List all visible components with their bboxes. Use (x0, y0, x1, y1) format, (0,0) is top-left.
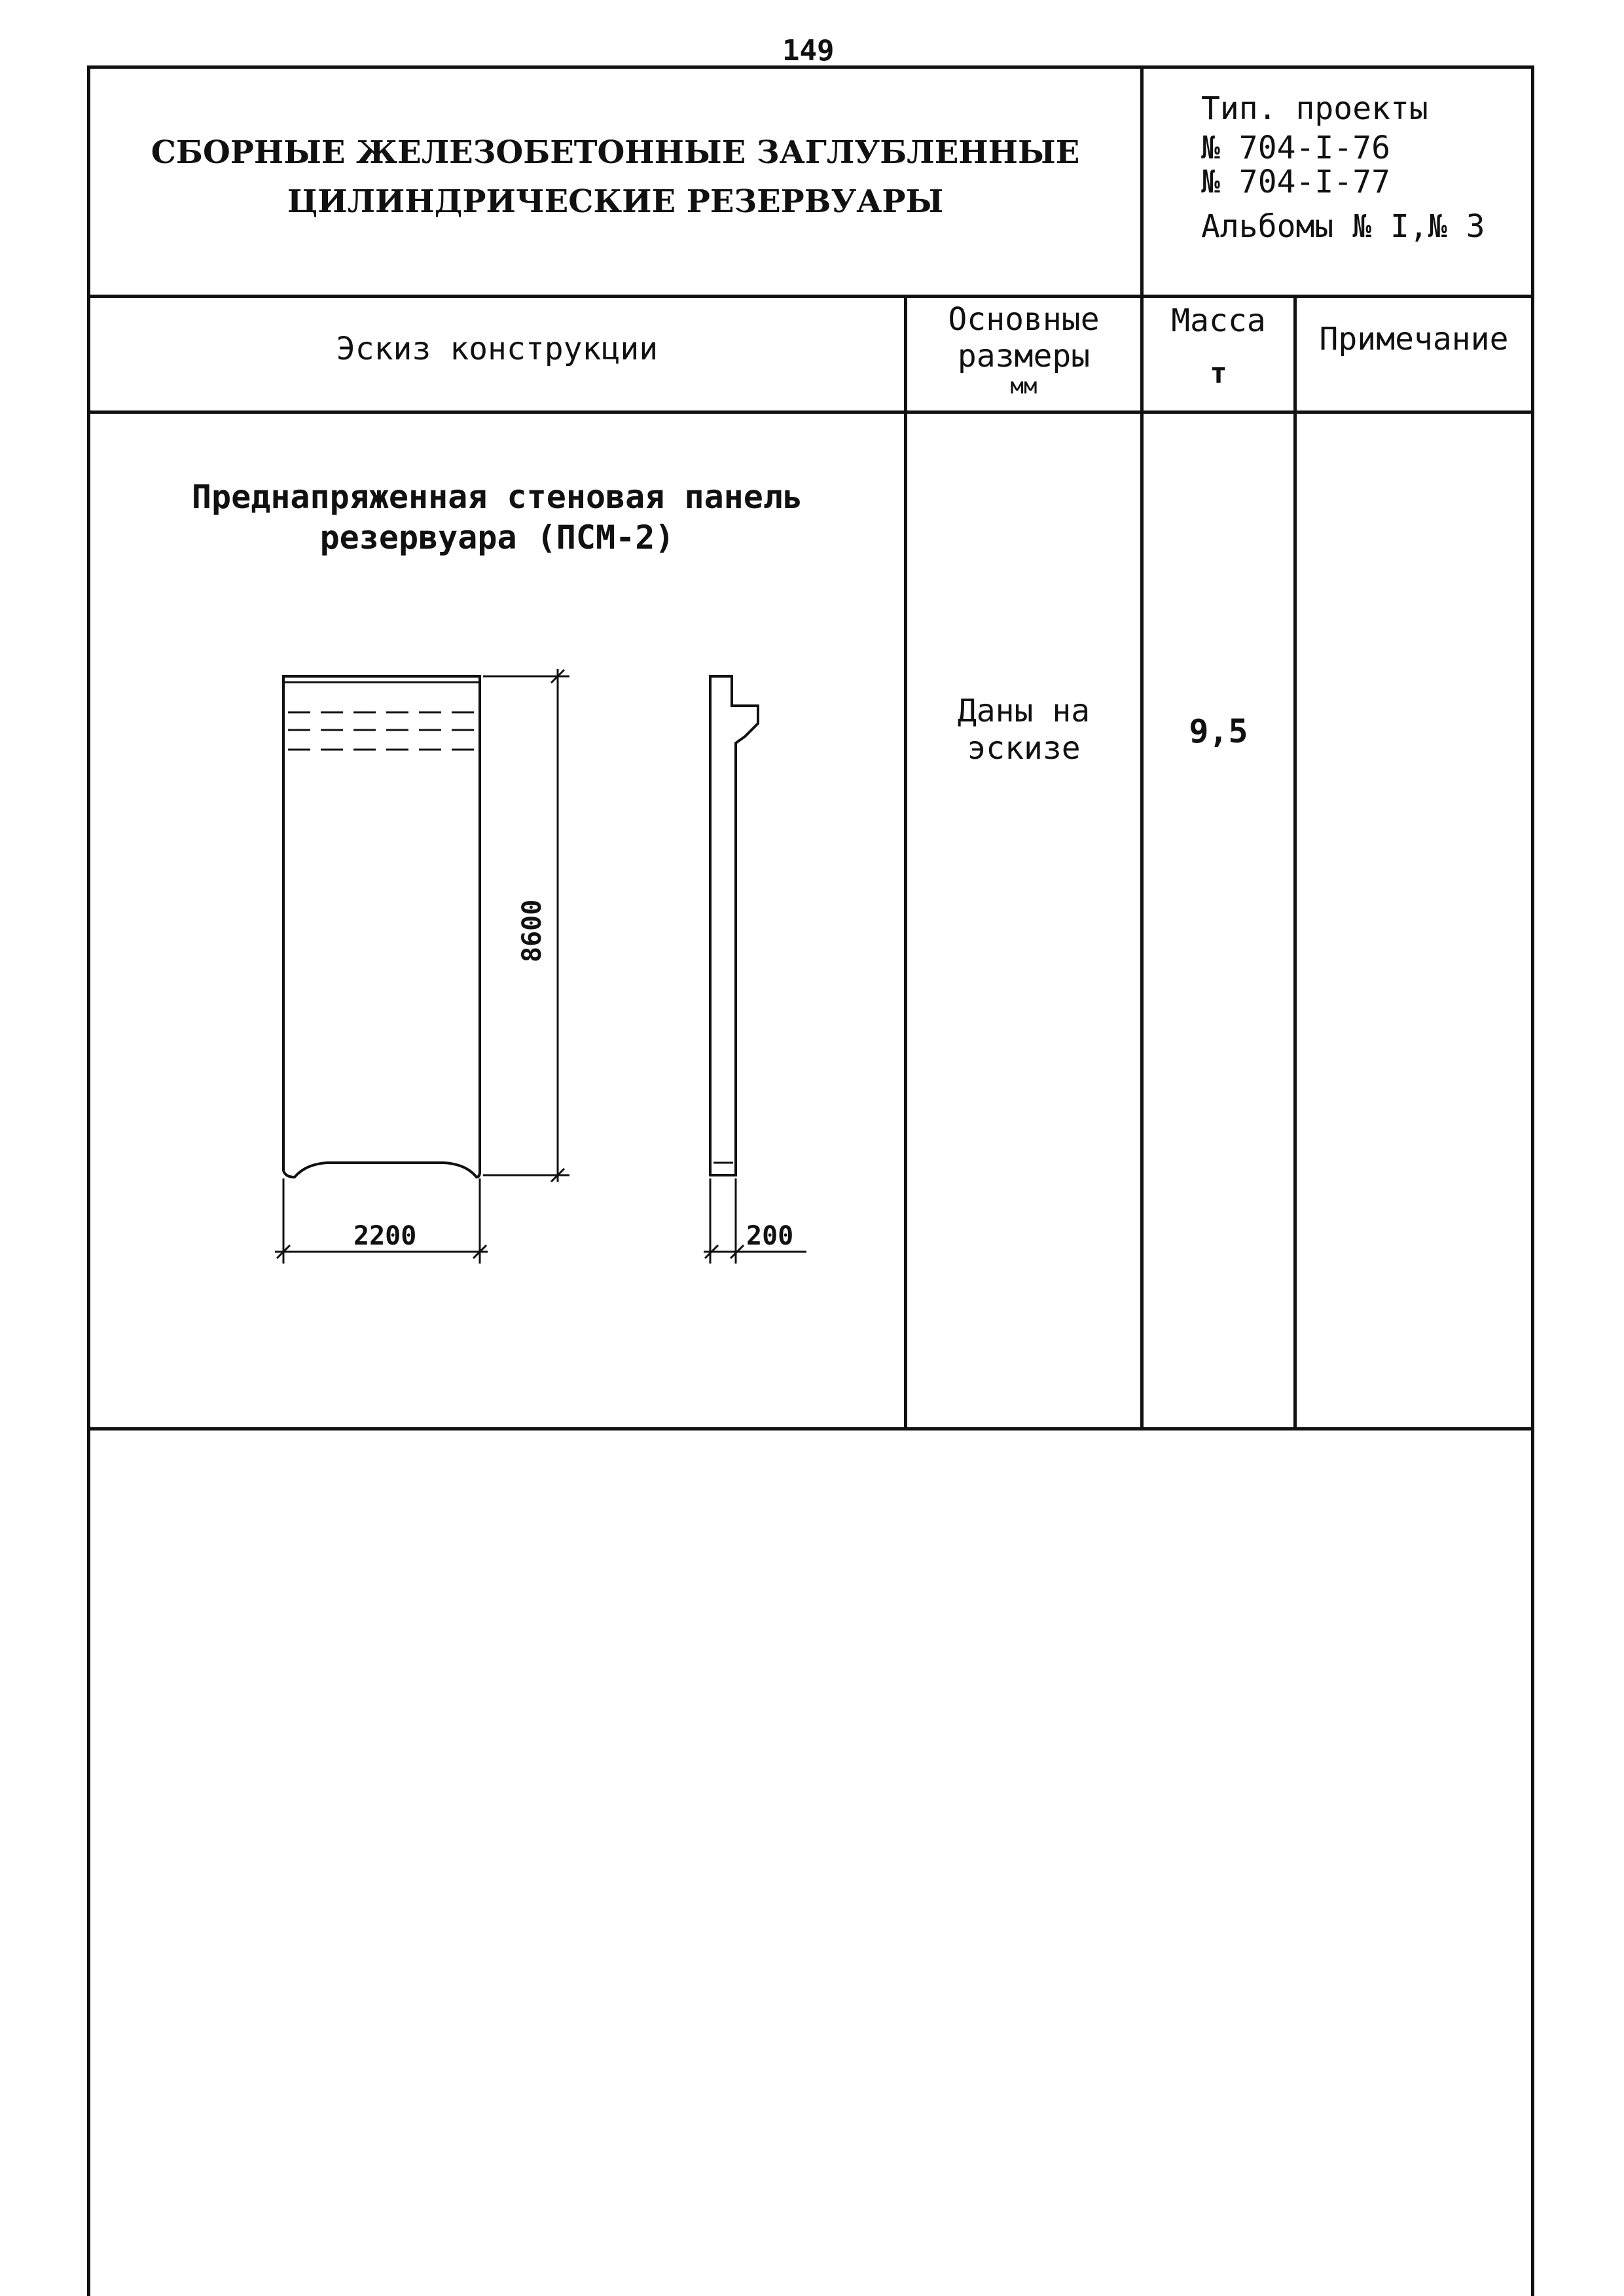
album-numbers: Альбомы № I,№ 3 (1201, 208, 1485, 245)
row-bottom-divider (87, 1427, 1534, 1430)
item-caption-line1: Преднапряженная стеновая панель (191, 478, 803, 516)
column-header-dimensions-line1: Основные (948, 301, 1100, 338)
frame-top (87, 65, 1534, 69)
column-header-note: Примечание (1319, 321, 1509, 357)
column-header-mass: Масса (1171, 302, 1266, 339)
mass-value: 9,5 (1189, 712, 1248, 750)
height-dimension-label: 8600 (517, 899, 547, 962)
column-header-dimensions-line2: размеры (957, 338, 1091, 374)
column-header-mass-unit: т (1210, 357, 1227, 390)
panel-side-outline (709, 675, 759, 1176)
page-number: 149 (782, 34, 835, 67)
item-caption-line2: резервуара (ПСМ-2) (319, 519, 675, 556)
header-vertical-divider (1140, 65, 1144, 298)
col-divider-1 (904, 296, 907, 1429)
document-title-line2: ЦИЛИНДРИЧЕСКИЕ РЕЗЕРВУАРЫ (287, 183, 944, 220)
panel-front-outline (282, 675, 481, 1179)
header-divider (87, 295, 1534, 298)
column-header-divider (87, 410, 1534, 414)
dimensions-note-line2: эскизе (967, 730, 1081, 767)
thickness-dimension-label: 200 (746, 1221, 794, 1251)
col-divider-2 (1140, 296, 1144, 1429)
frame-right (1531, 65, 1534, 2296)
column-header-dimensions-unit: мм (1010, 373, 1038, 399)
col-divider-3 (1293, 296, 1297, 1429)
project-number-1: № 704-I-76 (1201, 130, 1390, 166)
project-number-2: № 704-I-77 (1201, 164, 1390, 200)
dimensions-note-line1: Даны на (957, 693, 1091, 729)
width-dimension-label: 2200 (353, 1221, 417, 1251)
frame-left (87, 65, 90, 2296)
column-header-sketch: Эскиз конструкции (336, 331, 659, 367)
document-title-line1: СБОРНЫЕ ЖЕЛЕЗОБЕТОННЫЕ ЗАГЛУБЛЕННЫЕ (151, 134, 1080, 171)
project-type-label: Тип. проекты (1201, 90, 1428, 127)
